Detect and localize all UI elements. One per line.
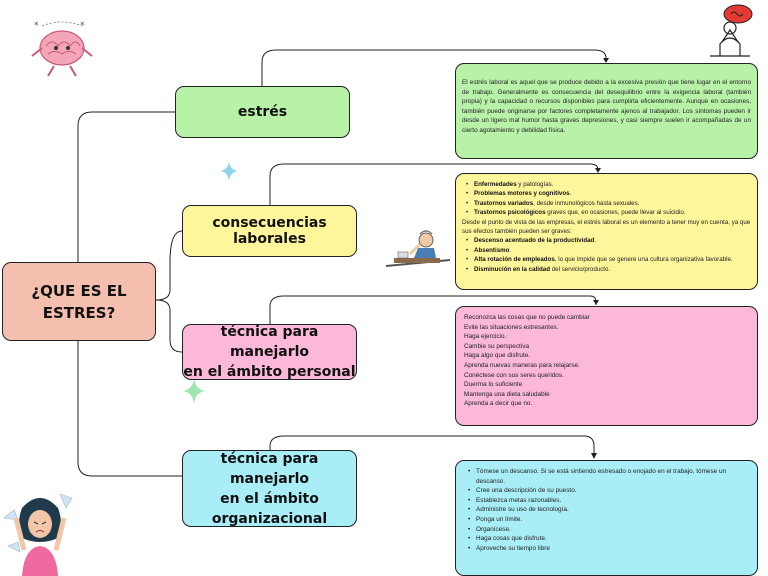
health-consequences-list: Enfermedades y patologías. Problemas mot… bbox=[462, 180, 751, 218]
org-node-line-2: en el ámbito bbox=[220, 490, 319, 507]
stressed-worker-icon bbox=[385, 230, 451, 267]
list-item: Problemas motores y cognitivos. bbox=[466, 189, 751, 199]
organizational-techniques-box: Tómese un descanso. Si se está sintiendo… bbox=[455, 460, 758, 576]
list-item: Cree una descripción de su puesto. bbox=[468, 486, 749, 496]
company-perspective-text: Desde el punto de vista de las empresas,… bbox=[462, 218, 751, 236]
central-node: ¿QUE ES EL ESTRES? bbox=[2, 262, 156, 341]
consecuencias-detail-box: Enfermedades y patologías. Problemas mot… bbox=[455, 173, 758, 290]
stressed-woman-icon bbox=[3, 493, 73, 576]
connector-root-personal bbox=[155, 299, 183, 353]
estres-node: estrés bbox=[175, 86, 350, 138]
list-item: Mantenga una dieta saludable bbox=[464, 390, 550, 398]
list-item: Haga cosas que disfrute. bbox=[468, 534, 749, 544]
list-item: Conéctese con sus seres queridos. bbox=[464, 371, 564, 379]
list-item: Trastornos variados, desde inmunológicos… bbox=[466, 199, 751, 209]
connector-root-consecuencias bbox=[155, 230, 183, 301]
list-item: Tómese un descanso. Si se está sintiendo… bbox=[468, 467, 749, 486]
list-item: Haga ejercicio. bbox=[464, 333, 507, 341]
consecuencias-node-label: consecuencias laborales bbox=[212, 215, 327, 247]
consecuencias-node: consecuencias laborales bbox=[182, 205, 357, 257]
list-item: Ponga un límite. bbox=[468, 515, 749, 525]
list-item: Organícese. bbox=[468, 525, 749, 535]
estres-node-label: estrés bbox=[237, 104, 288, 120]
list-item: Evite las situaciones estresantes. bbox=[464, 323, 559, 331]
estres-definition-text: El estrés laboral es aquel que se produc… bbox=[462, 79, 751, 134]
connector-estres-detail bbox=[261, 49, 607, 86]
svg-text:*: * bbox=[80, 21, 85, 31]
list-item: Administre su uso de tecnología. bbox=[468, 505, 749, 515]
org-node-line-3: organizacional bbox=[211, 510, 328, 527]
list-item: Descenso acentuado de la productividad. bbox=[466, 236, 751, 246]
list-item: Absentismo. bbox=[466, 246, 751, 256]
connector-root-organizacional bbox=[77, 341, 182, 477]
list-item: Establezca metas razonables. bbox=[468, 496, 749, 506]
list-item: Haga algo que disfrute. bbox=[464, 352, 531, 360]
list-item: Enfermedades y patologías. bbox=[466, 180, 751, 190]
central-node-line-2: ESTRES? bbox=[42, 303, 116, 322]
connector-organizacional-detail bbox=[269, 435, 595, 458]
list-item: Aprenda nuevas maneras para relajarse. bbox=[464, 361, 580, 369]
personal-node-line-2: en el ámbito personal bbox=[183, 364, 356, 380]
frustrated-person-icon bbox=[710, 4, 753, 57]
company-consequences-list: Descenso acentuado de la productividad. … bbox=[462, 236, 751, 274]
org-node-line-1: técnica para manejarlo bbox=[220, 450, 319, 487]
list-item: Aprenda a decir que no. bbox=[464, 400, 533, 408]
sparkle-icon bbox=[220, 161, 238, 181]
list-item: Cambie su perspectiva bbox=[464, 342, 530, 350]
svg-text:*: * bbox=[34, 21, 39, 31]
organizational-technique-node: técnica para manejarlo en el ámbito orga… bbox=[182, 450, 357, 527]
list-item: Alta rotación de empleados, lo que impid… bbox=[466, 255, 751, 265]
personal-techniques-box: Reconozca las cosas que no puede cambiar… bbox=[455, 306, 758, 426]
connector-personal-detail bbox=[269, 295, 597, 324]
central-node-line-1: ¿QUE ES EL bbox=[31, 281, 127, 300]
list-item: Trastornos psicológicos graves que, en o… bbox=[466, 208, 751, 218]
sparkle-icon bbox=[182, 378, 206, 404]
estres-definition-box: El estrés laboral es aquel que se produc… bbox=[455, 63, 758, 159]
connector-root-estres bbox=[77, 111, 175, 262]
personal-node-line-1: técnica para manejarlo bbox=[220, 324, 319, 360]
connector-consecuencias-detail bbox=[269, 163, 599, 205]
stressed-brain-icon: * * bbox=[31, 21, 93, 77]
organizational-techniques-list: Tómese un descanso. Si se está sintiendo… bbox=[464, 467, 749, 553]
personal-technique-node: técnica para manejarlo en el ámbito pers… bbox=[182, 324, 357, 380]
list-item: Aproveche su tiempo libre bbox=[468, 544, 749, 554]
list-item: Disminución en la calidad del servicio/p… bbox=[466, 265, 751, 275]
list-item: Duerma lo suficiente bbox=[464, 381, 523, 389]
list-item: Reconozca las cosas que no puede cambiar bbox=[464, 314, 590, 321]
